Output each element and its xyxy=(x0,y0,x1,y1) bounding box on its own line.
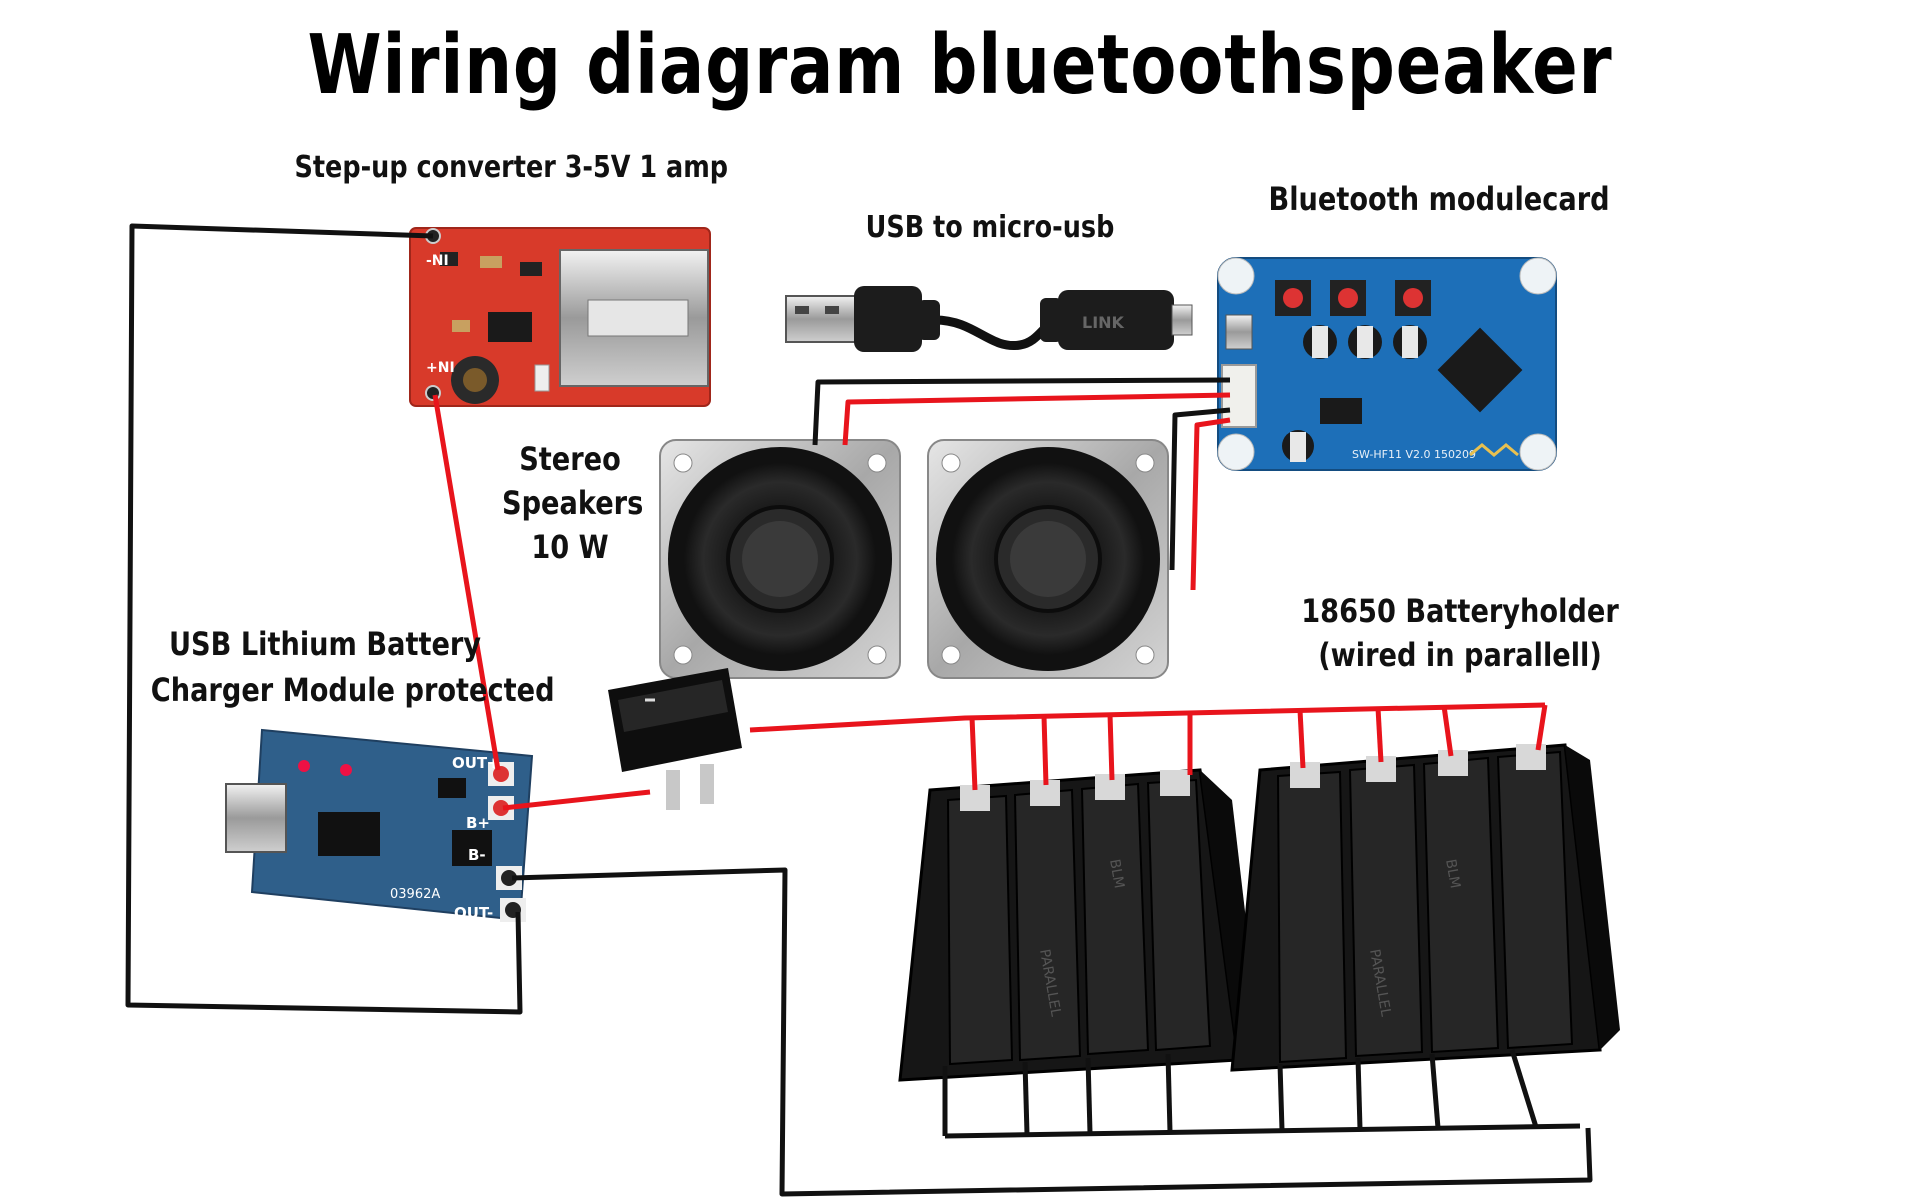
wire-bus-4 xyxy=(1165,1053,1173,1133)
bt-capacitors xyxy=(1282,325,1427,462)
charger-out-minus-text: OUT- xyxy=(454,904,493,922)
wire-speaker-left-black xyxy=(812,377,1231,446)
battery-holder-left: PARALLEL BLM xyxy=(898,768,1260,1082)
wire-speaker-left-red xyxy=(842,392,1231,446)
wire-battery-bus xyxy=(944,1123,1581,1139)
charger-micro-usb xyxy=(225,783,287,853)
label-speakers-line1: Stereo xyxy=(519,440,621,478)
label-speakers-line3: 10 W xyxy=(531,528,609,566)
converter-chip xyxy=(488,312,532,342)
label-battery-holder: 18650 Batteryholder (wired in parallell) xyxy=(1270,592,1650,674)
usb-cable: LINK xyxy=(785,286,1193,352)
stepup-in-minus-text: -NI xyxy=(426,253,449,269)
usb-a-plug xyxy=(785,295,857,343)
wire-tap-3 xyxy=(1107,713,1115,781)
label-charger-line1: USB Lithium Battery xyxy=(168,625,482,663)
label-battery-line2: (wired in parallell) xyxy=(1318,636,1602,674)
wire-stepup-in-plus xyxy=(432,394,501,771)
wire-bus-7 xyxy=(1429,1053,1441,1129)
label-battery-line1: 18650 Batteryholder xyxy=(1301,592,1619,630)
wire-bminus-battery xyxy=(511,867,1593,1197)
label-speakers: Stereo Speakers 10 W xyxy=(490,440,650,566)
rocker-switch xyxy=(608,668,742,810)
label-speakers-line2: Speakers xyxy=(502,484,644,522)
wire-bus-2 xyxy=(1022,1061,1030,1135)
battery-holder-right: PARALLEL BLM xyxy=(1230,743,1620,1072)
cable-brand-text: LINK xyxy=(1082,313,1125,332)
charger-out-plus-text: OUT+ xyxy=(452,754,500,772)
label-charger: USB Lithium Battery Charger Module prote… xyxy=(120,625,555,709)
bt-buttons xyxy=(1275,280,1431,316)
battery-right-logo: BLM xyxy=(1442,858,1463,890)
stepup-in-plus-text: +NI xyxy=(426,360,455,376)
wire-bus-8 xyxy=(1509,1049,1539,1128)
wire-speaker-right-red xyxy=(1190,417,1231,591)
label-step-up-converter: Step-up converter 3-5V 1 amp xyxy=(294,150,729,185)
wire-tap-5 xyxy=(1297,709,1306,769)
step-up-converter: -NI +NI xyxy=(409,227,711,407)
wire-tap-6 xyxy=(1375,707,1384,763)
diagram-title: Wiring diagram bluetoothspeaker xyxy=(307,18,1613,113)
wire-stepup-in-minus xyxy=(125,223,523,1015)
wire-tap-8 xyxy=(1535,704,1548,751)
bt-micro-usb-port xyxy=(1225,314,1253,350)
micro-usb-plug xyxy=(1058,290,1174,350)
charger-module: OUT+ B+ B- OUT- 03962A xyxy=(225,728,534,922)
wire-tap-7 xyxy=(1441,705,1454,757)
charger-chip xyxy=(318,812,380,856)
charger-b-plus-text: B+ xyxy=(466,814,490,832)
wire-bplus-switch xyxy=(502,789,651,811)
charger-chip-text: 03962A xyxy=(390,887,440,902)
label-bluetooth-module: Bluetooth modulecard xyxy=(1268,180,1610,218)
battery-left-logo: BLM xyxy=(1106,858,1127,890)
wire-bus-3 xyxy=(1085,1057,1093,1134)
label-usb-cable: USB to micro-usb xyxy=(865,210,1115,245)
speaker-right xyxy=(927,439,1169,679)
wire-speaker-right-black xyxy=(1169,407,1231,571)
bluetooth-module: SW-HF11 V2.0 150209 xyxy=(1217,257,1557,471)
bt-model-text: SW-HF11 V2.0 150209 xyxy=(1352,448,1476,461)
speaker-left xyxy=(659,439,901,679)
wire-tap-2 xyxy=(1041,715,1049,786)
wire-tap-1 xyxy=(969,716,978,791)
wire-bus-6 xyxy=(1355,1057,1363,1130)
label-charger-line2: Charger Module protected xyxy=(150,671,555,709)
wires-red xyxy=(432,392,1548,811)
wires-black xyxy=(125,223,1593,1197)
charger-b-minus-text: B- xyxy=(468,846,486,864)
wire-switch-battery xyxy=(749,702,1546,733)
wire-bus-5 xyxy=(1277,1063,1285,1131)
